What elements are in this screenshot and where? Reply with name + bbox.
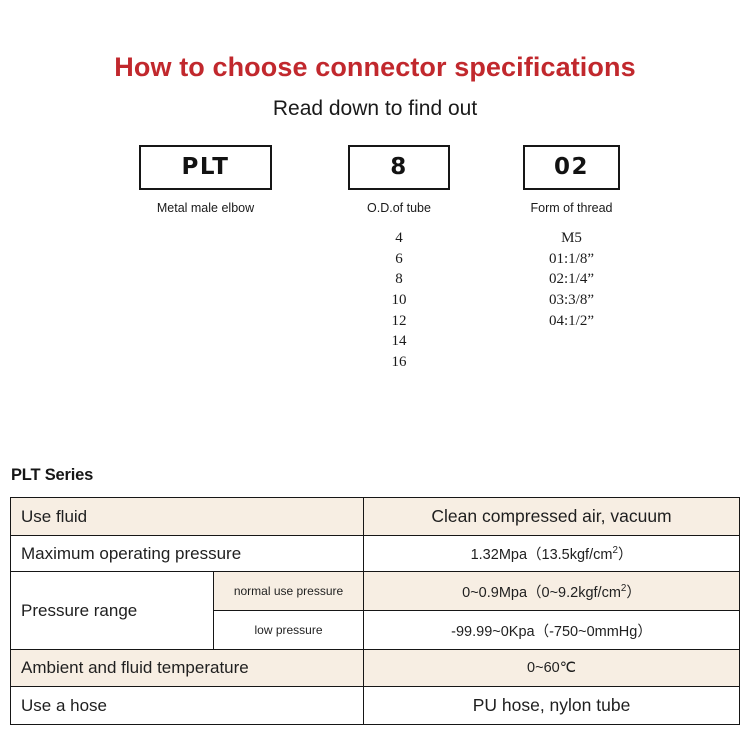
option-item: 4 <box>395 230 403 247</box>
value-post: ） <box>617 547 633 563</box>
code-column-series: PLT Metal male elbow <box>139 145 272 228</box>
code-options-thread-form: M5 01:1/8” 02:1/4” 03:3/8” 04:1/2” <box>523 228 620 331</box>
code-column-thread-form: 02 Form of thread M5 01:1/8” 02:1/4” 03:… <box>523 145 620 331</box>
code-caption-thread-form: Form of thread <box>530 201 613 216</box>
option-item: 01:1/8” <box>549 250 594 267</box>
value-pre: 1.32Mpa（13.5kgf/cm <box>470 547 613 563</box>
spec-value-ambient-fluid-temperature: 0~60℃ <box>363 649 741 687</box>
code-box-tube-od-value: 8 <box>390 154 408 181</box>
code-options-tube-od: 4 6 8 10 12 14 16 <box>348 228 450 372</box>
option-item: 10 <box>391 291 407 308</box>
code-box-thread-form: 02 <box>523 145 620 191</box>
table-row: Use fluid Clean compressed air, vacuum <box>9 497 741 536</box>
option-item: 8 <box>395 271 403 288</box>
spec-label-pressure-range: Pressure range <box>10 571 214 650</box>
table-row: Ambient and fluid temperature 0~60℃ <box>9 649 741 687</box>
code-box-series: PLT <box>139 145 272 191</box>
page-subtitle: Read down to find out <box>272 97 478 121</box>
page-title: How to choose connector specifications <box>114 52 636 82</box>
option-item: 14 <box>391 333 407 350</box>
spec-label-max-operating-pressure: Maximum operating pressure <box>9 535 365 572</box>
spec-label-ambient-fluid-temperature: Ambient and fluid temperature <box>9 649 365 687</box>
code-box-thread-form-value: 02 <box>553 154 589 181</box>
option-item: 16 <box>391 353 407 370</box>
spec-table-container: Use fluid Clean compressed air, vacuum M… <box>9 497 741 725</box>
table-row: Maximum operating pressure 1.32Mpa（13.5k… <box>9 535 741 572</box>
spec-value-use-a-hose: PU hose, nylon tube <box>363 686 741 725</box>
table-row: Use a hose PU hose, nylon tube <box>9 686 741 725</box>
series-heading: PLT Series <box>11 466 94 484</box>
value-pre: 0~0.9Mpa（0~9.2kgf/cm <box>462 584 621 601</box>
spec-label-use-a-hose: Use a hose <box>9 686 365 725</box>
spec-table: Use fluid Clean compressed air, vacuum M… <box>9 497 741 725</box>
option-item: 04:1/2” <box>549 312 594 329</box>
spec-label-use-fluid: Use fluid <box>9 497 365 536</box>
code-column-tube-od: 8 O.D.of tube 4 6 8 10 12 14 16 <box>348 145 450 372</box>
spec-sublabel-normal-use-pressure: normal use pressure <box>212 571 365 611</box>
option-item: M5 <box>561 230 582 247</box>
page-header: How to choose connector specifications R… <box>0 0 750 121</box>
value-superscript: 2 <box>620 582 627 594</box>
spec-value-max-operating-pressure: 1.32Mpa（13.5kgf/cm2） <box>363 535 741 572</box>
option-item: 02:1/4” <box>549 271 594 288</box>
spec-value-normal-use-pressure: 0~0.9Mpa（0~9.2kgf/cm2） <box>363 571 741 611</box>
code-caption-series: Metal male elbow <box>156 201 255 216</box>
table-row: Pressure range normal use pressure 0~0.9… <box>10 571 741 650</box>
spec-sublabel-low-pressure: low pressure <box>212 610 365 650</box>
option-item: 6 <box>395 250 403 267</box>
option-item: 03:3/8” <box>549 291 594 308</box>
value-post: ） <box>626 584 641 601</box>
part-code-breakdown: PLT Metal male elbow 8 O.D.of tube 4 6 8… <box>0 145 750 395</box>
value-superscript: 2 <box>612 545 618 557</box>
code-caption-tube-od: O.D.of tube <box>367 201 431 216</box>
option-item: 12 <box>391 312 407 329</box>
code-box-tube-od: 8 <box>348 145 450 191</box>
spec-value-use-fluid: Clean compressed air, vacuum <box>363 497 741 536</box>
spec-value-low-pressure: -99.99~0Kpa（-750~0mmHg） <box>363 610 741 650</box>
code-box-series-value: PLT <box>181 154 230 181</box>
